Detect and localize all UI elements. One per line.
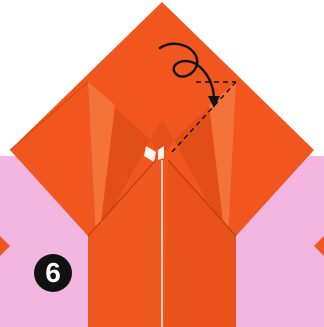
step-number-badge: 6 [34,254,72,292]
